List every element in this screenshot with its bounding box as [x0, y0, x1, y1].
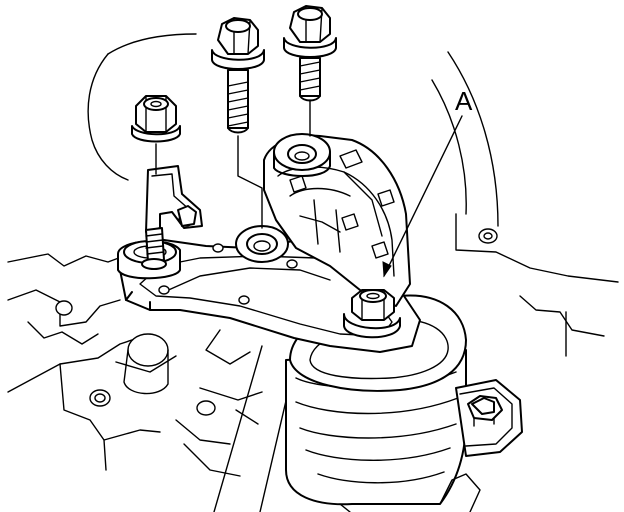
assembly-guide-lines — [155, 99, 311, 229]
stud-bracket — [141, 165, 203, 270]
callout-a: A — [382, 86, 473, 278]
callout-a-label: A — [455, 86, 473, 116]
callout-a-leader — [383, 115, 463, 277]
flange-nut — [131, 95, 181, 143]
upper-mount-tower — [263, 133, 411, 307]
mount-bolt-a — [343, 289, 401, 339]
flange-bolt-left — [211, 17, 265, 134]
flange-bolt-right — [283, 5, 337, 102]
callout-a-arrowhead — [382, 261, 392, 278]
